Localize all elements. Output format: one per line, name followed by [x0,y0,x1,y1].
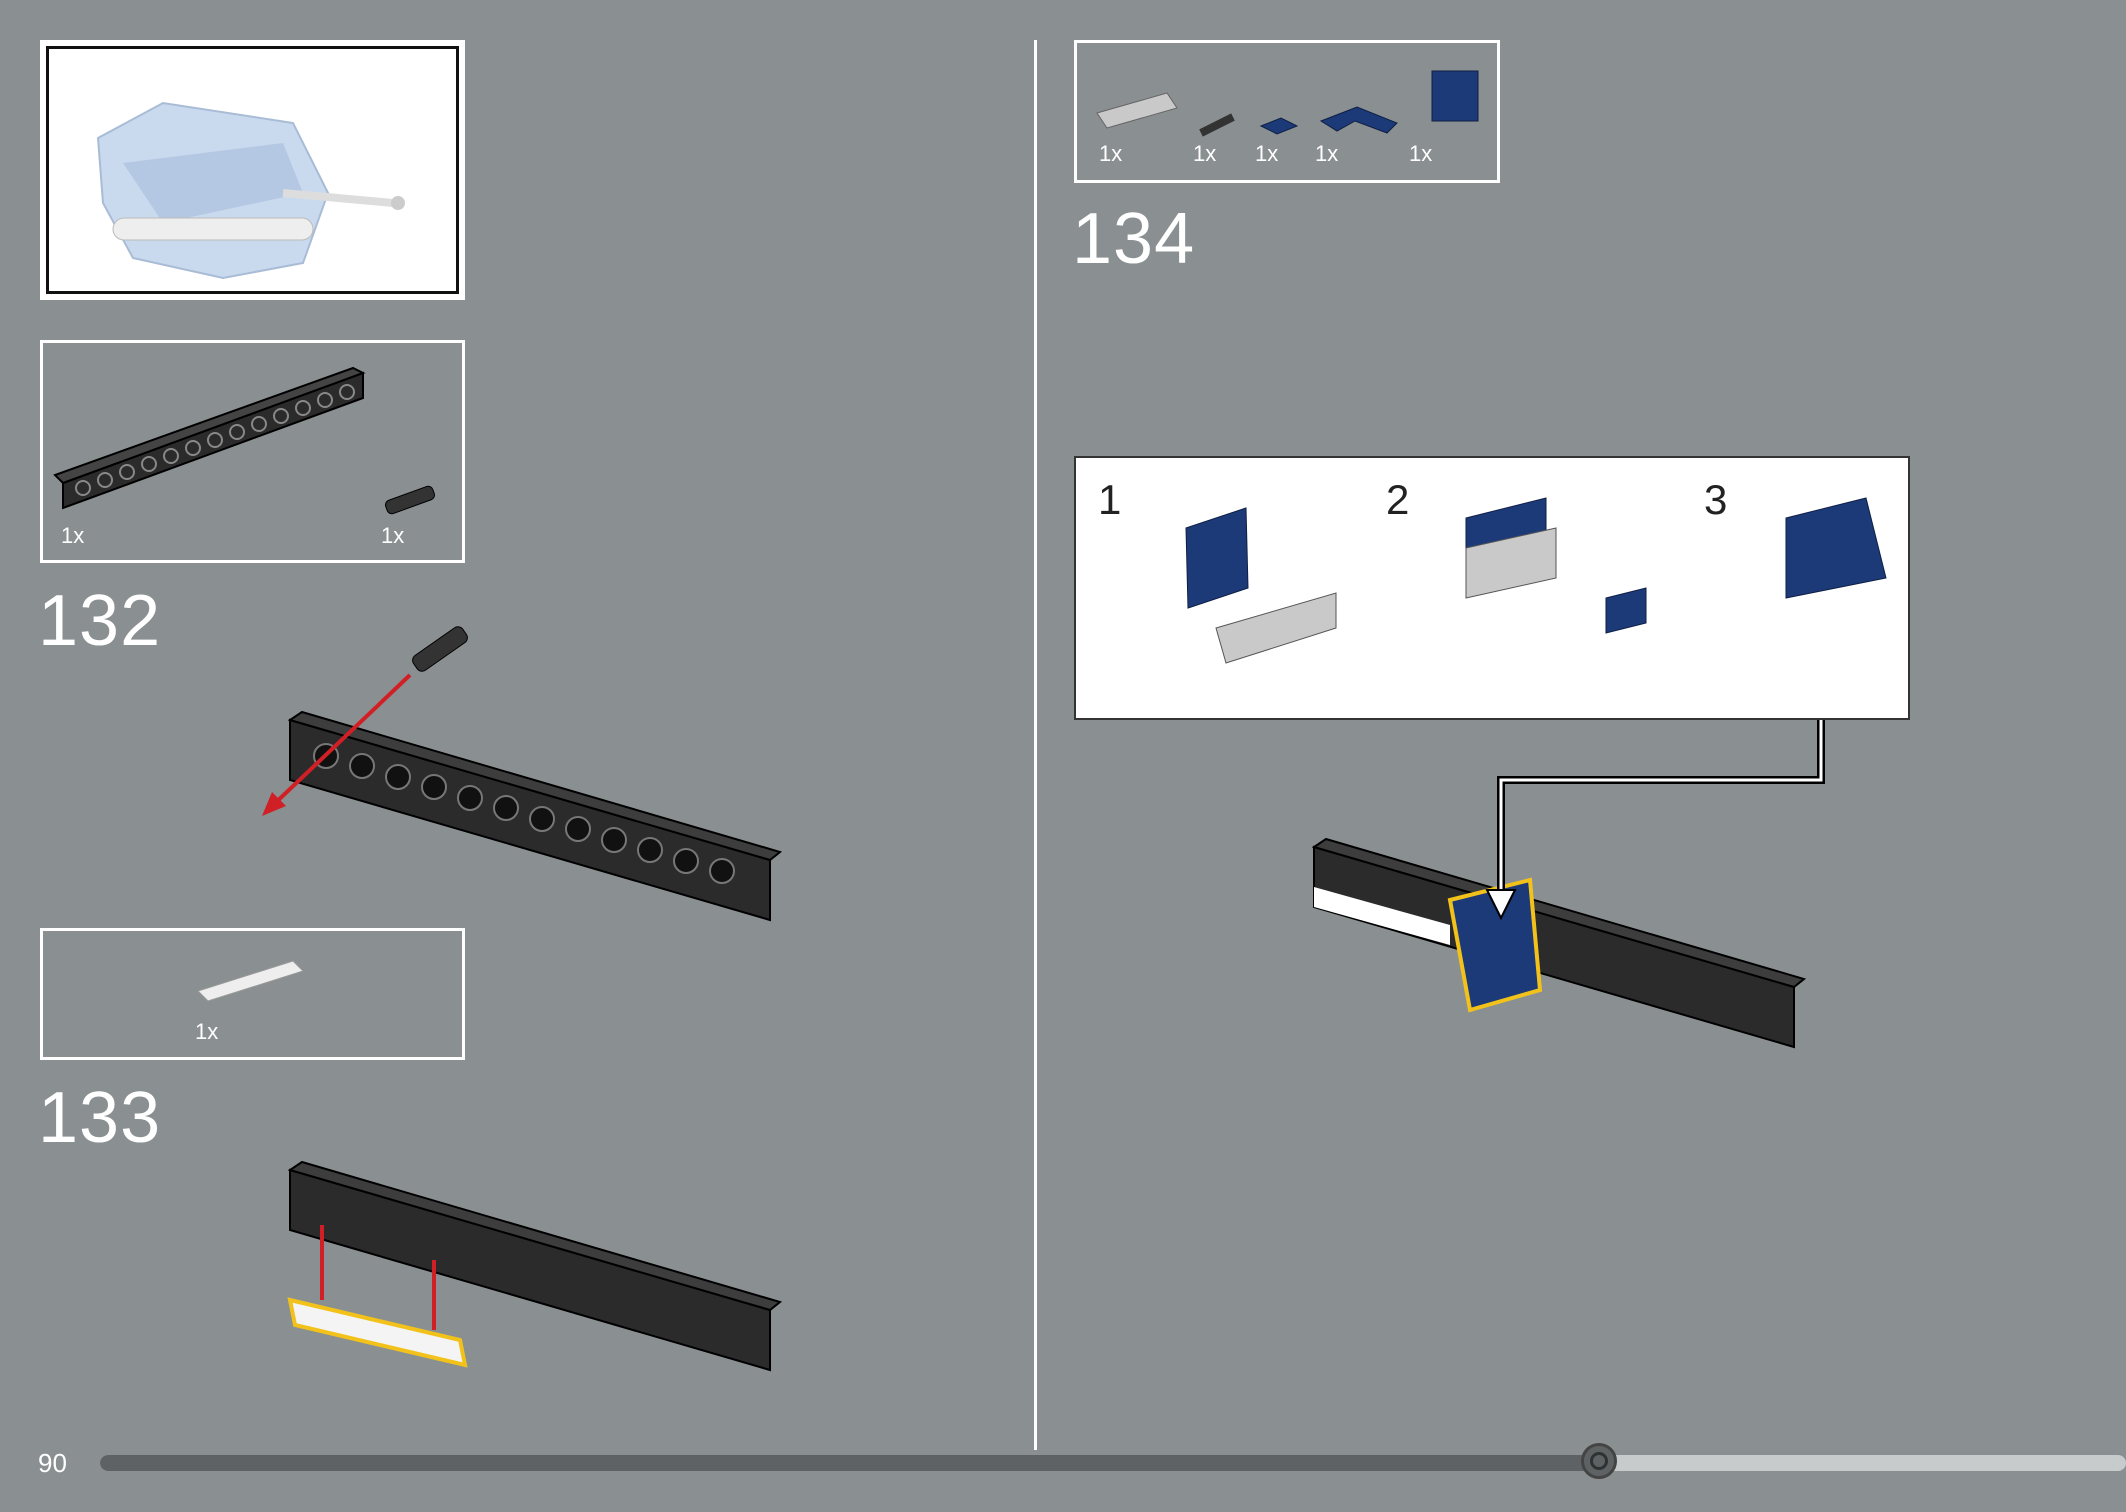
model-overview-inner-frame [46,46,459,294]
step-number-132: 132 [38,581,162,661]
part-qty: 1x [1255,141,1279,166]
blue-l-plate-part-icon [1319,106,1398,134]
parts-box-133: 1x [40,928,465,1060]
page-number: 90 [38,1448,67,1478]
parts-box-132: 1x 1x [40,340,465,563]
substep-2-image [1465,497,1647,634]
step-number-134: 134 [1072,199,1196,279]
part-qty: 1x [1409,141,1433,166]
page-progress-bar[interactable] [100,1443,2126,1479]
white-plate-part-icon [197,960,304,1002]
parts-box-134: 1x 1x 1x 1x 1x [1074,40,1500,183]
model-overview-box [40,40,465,300]
substep-3-image [1785,497,1887,599]
step-number-133: 133 [38,1078,162,1158]
part-qty: 1x [1315,141,1339,166]
substep-1-image [1185,507,1337,664]
subassembly-callout: 1 2 3 [1074,456,1910,720]
page-divider [1034,40,1037,1450]
substep-number: 2 [1386,476,1410,523]
blue-plate-part-icon [1259,117,1299,135]
page-progress-fill [100,1455,1600,1471]
model-overview-image [96,101,405,280]
step-132-illustration [262,626,783,922]
part-qty: 1x [1099,141,1123,166]
part-qty: 1x [1193,141,1217,166]
blue-bracket-part-icon [1431,70,1479,122]
step-134-illustration [1311,720,1825,1049]
substep-number: 1 [1098,476,1122,523]
step-133-illustration [287,1160,783,1372]
plate-clip-part-icon [1096,92,1178,129]
technic-beam-part-icon [53,366,366,510]
part-qty: 1x [381,523,405,548]
technic-pin-part-icon [385,485,435,515]
axle-pin-part-icon [1199,113,1235,137]
part-qty: 1x [195,1019,219,1044]
page-progress-knob[interactable] [1581,1443,1618,1479]
part-qty: 1x [61,523,85,548]
substep-number: 3 [1704,476,1728,523]
